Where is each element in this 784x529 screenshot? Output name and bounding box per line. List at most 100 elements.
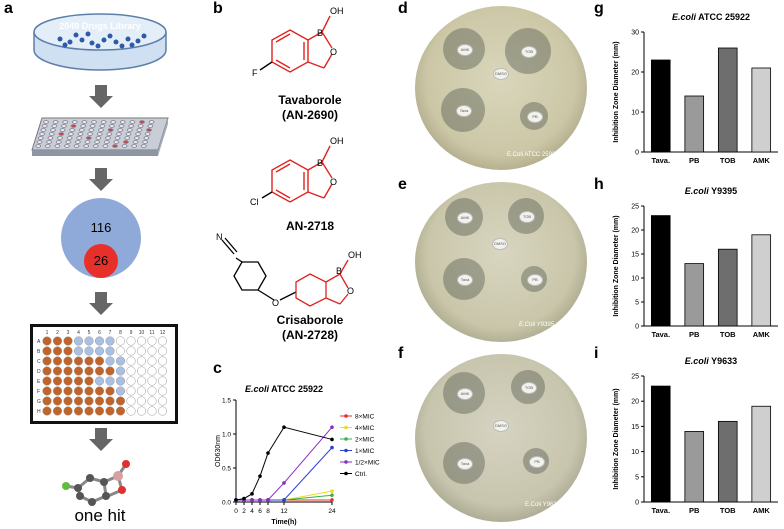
legend-marker <box>344 460 348 464</box>
well <box>63 346 73 356</box>
well <box>103 140 110 144</box>
well <box>42 356 52 366</box>
well <box>135 132 141 136</box>
well <box>118 124 125 128</box>
well <box>147 396 157 406</box>
disc-tava: Tava <box>457 458 473 470</box>
well <box>52 346 63 356</box>
well <box>52 356 63 366</box>
well <box>76 136 83 140</box>
data-point <box>258 498 262 502</box>
well <box>143 136 150 140</box>
well <box>157 346 168 356</box>
column-label: 5 <box>88 330 91 336</box>
drug-library-dish-icon <box>33 13 167 71</box>
chart-title-italic: E.coli <box>685 356 710 366</box>
mol1-name: Tavaborole <box>278 93 342 107</box>
data-point <box>250 492 254 496</box>
well <box>42 336 52 346</box>
well <box>94 386 105 396</box>
well <box>105 386 115 396</box>
column-label: 7 <box>109 330 112 336</box>
well <box>52 376 63 386</box>
well <box>84 376 94 386</box>
y-tick-label: 10 <box>631 449 639 456</box>
legend-label: 1×MIC <box>355 448 375 455</box>
y-tick-label: 30 <box>631 30 639 37</box>
well <box>84 396 94 406</box>
chart-title-rest: ATCC 25922 <box>696 12 750 22</box>
well <box>126 366 136 376</box>
y-tick-label: 1.0 <box>222 432 231 439</box>
well <box>126 396 136 406</box>
bar <box>650 215 671 327</box>
column-label: 11 <box>149 330 154 336</box>
well <box>94 356 105 366</box>
well <box>62 120 69 124</box>
y-tick-label: 10 <box>631 276 639 283</box>
well <box>85 136 92 140</box>
well <box>65 140 72 144</box>
well <box>42 376 52 386</box>
well <box>147 386 157 396</box>
well <box>50 128 56 132</box>
well <box>84 406 94 416</box>
plate-e-caption: E.Coli Y9395 <box>519 322 554 328</box>
well <box>136 386 147 396</box>
well <box>157 396 168 406</box>
well <box>42 386 52 396</box>
well <box>63 396 73 406</box>
well <box>95 136 102 140</box>
well <box>105 376 115 386</box>
well <box>136 396 147 406</box>
column-label: 10 <box>139 330 145 336</box>
y-tick-label: 15 <box>631 252 639 259</box>
data-point <box>330 437 334 442</box>
y-tick-label: 0.0 <box>222 500 231 507</box>
well <box>80 124 86 128</box>
chart-title-rest: ATCC 25922 <box>269 384 323 394</box>
well <box>43 120 49 124</box>
row-label: B <box>37 349 41 355</box>
panel-label-i: i <box>594 345 599 362</box>
x-tick-label: TOB <box>720 330 736 339</box>
column-label: 12 <box>160 330 166 336</box>
legend-marker <box>344 425 348 430</box>
panel-label-h: h <box>594 176 604 193</box>
atom-b: B <box>317 28 323 38</box>
data-point <box>282 498 286 502</box>
well <box>126 406 136 416</box>
well <box>44 144 51 148</box>
down-arrow-icon <box>89 428 113 451</box>
down-arrow-icon <box>89 85 113 108</box>
column-label: 6 <box>98 330 101 336</box>
bar <box>751 234 772 327</box>
well <box>115 356 126 366</box>
well <box>63 386 73 396</box>
well <box>52 396 63 406</box>
y-axis-label: OD630nm <box>215 435 222 467</box>
hit-molecule-icon <box>62 460 130 506</box>
x-tick-label: Tava. <box>651 330 670 339</box>
well <box>126 376 136 386</box>
well <box>42 396 52 406</box>
well <box>52 120 59 124</box>
well <box>126 336 136 346</box>
mol1-code: (AN-2690) <box>281 108 338 122</box>
x-tick-label: 2 <box>242 508 246 515</box>
data-point <box>234 498 238 502</box>
well <box>88 128 95 132</box>
well <box>146 128 152 132</box>
well <box>110 120 117 124</box>
well <box>136 406 147 416</box>
data-point <box>330 489 334 493</box>
well <box>73 406 84 416</box>
well <box>42 366 52 376</box>
atom-f: F <box>252 68 258 78</box>
plate-e: AMK TOB DMSO Tava PB E.Coli Y9395 <box>415 182 587 342</box>
well <box>57 136 63 140</box>
crisaborole-structure: N O B O OH <box>216 232 362 308</box>
well <box>37 136 44 140</box>
legend-marker <box>344 437 348 441</box>
